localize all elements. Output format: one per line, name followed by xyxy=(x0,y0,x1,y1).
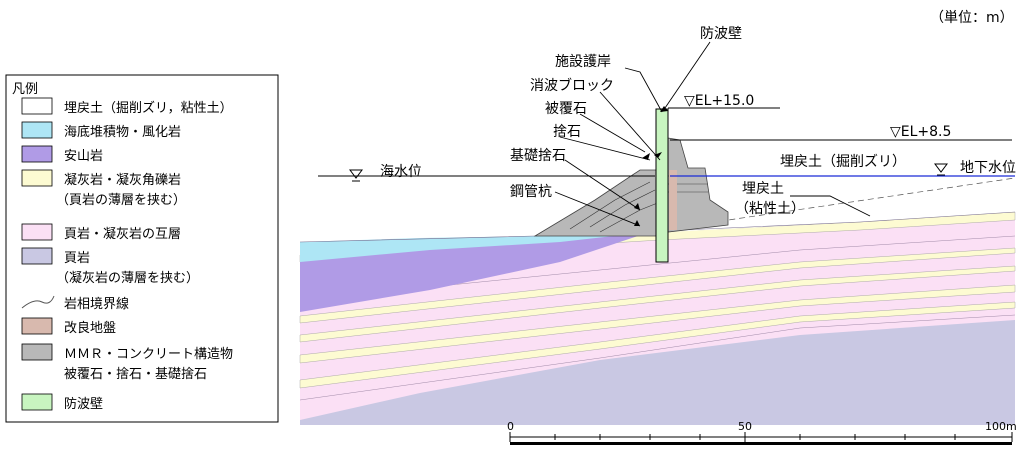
legend-boundary-line-icon xyxy=(21,295,55,309)
mound-body xyxy=(533,169,669,237)
label-shouha: 消波ブロック xyxy=(530,77,614,94)
tuff-band-4 xyxy=(299,301,1016,389)
unit-note: （単位：m） xyxy=(930,10,1014,26)
label-umemodoshi: 埋戻土 xyxy=(742,181,784,197)
label-shisetsu: 施設護岸 xyxy=(555,54,611,70)
el15-label: ▽EL+15.0 xyxy=(684,93,754,109)
scale-tick-50: 50 xyxy=(738,420,752,433)
backside-structure xyxy=(667,137,729,233)
legend-label-shale: 頁岩 xyxy=(64,251,90,266)
legend-swatch-concrete xyxy=(21,343,53,361)
tuff-band-3 xyxy=(299,284,1016,364)
legend-label-tuff-sub: （頁岩の薄層を挟む） xyxy=(56,193,186,208)
legend-label-boundary: 岩相境界線 xyxy=(64,296,129,312)
label-hifuku: 被覆石 xyxy=(545,101,587,117)
label-umemodoshi-zuri: 埋戻土（掘削ズリ） xyxy=(780,154,906,170)
scale-tick-100: 100m xyxy=(985,420,1017,433)
label-nensei: （粘性土） xyxy=(735,201,805,217)
legend-label-andesite: 安山岩 xyxy=(64,149,103,164)
legend-label-backfill: 埋戻土（掘削ズリ，粘性土） xyxy=(64,100,233,116)
legend-swatch-sediment xyxy=(21,121,53,139)
legend-swatch-tuff xyxy=(21,169,53,187)
legend-swatch-improved xyxy=(21,317,53,335)
legend-title: 凡例 xyxy=(12,82,38,97)
sea-level-label: 海水位 xyxy=(380,164,422,180)
label-bouhaheki: 防波壁 xyxy=(700,26,742,42)
legend-label-shale-sub: （凝灰岩の薄層を挟む） xyxy=(56,270,199,286)
backfill-zone xyxy=(668,178,1015,232)
legend: 凡例 埋戻土（掘削ズリ，粘性土） 海底堆積物・風化岩 安山岩 凝灰岩・凝灰角礫岩… xyxy=(5,74,279,423)
improved-ground xyxy=(669,170,677,230)
legend-label-seawall: 防波壁 xyxy=(64,396,103,412)
legend-label-improved: 改良地盤 xyxy=(64,320,116,336)
leader-arrowheads xyxy=(634,106,668,226)
scale-tick-0: 0 xyxy=(507,420,514,433)
el85-label: ▽EL+8.5 xyxy=(890,124,951,140)
legend-label-sediment: 海底堆積物・風化岩 xyxy=(64,124,181,140)
legend-label-alternation: 頁岩・凝灰岩の互層 xyxy=(64,226,181,242)
tuff-band-1 xyxy=(299,247,1016,324)
groundwater-symbol xyxy=(934,163,948,173)
legend-swatch-shale xyxy=(21,247,53,265)
legend-swatch-andesite xyxy=(21,145,53,163)
tuff-band-2 xyxy=(299,265,1016,343)
legend-swatch-alternation xyxy=(21,223,53,241)
legend-swatch-backfill xyxy=(21,97,53,115)
sea-level-symbol xyxy=(349,169,363,179)
annotations xyxy=(554,41,871,227)
label-suteishi: 捨石 xyxy=(553,123,581,140)
legend-swatch-seawall xyxy=(21,393,53,411)
legend-label-concrete-sub: 被覆石・捨石・基礎捨石 xyxy=(64,366,207,382)
legend-label-concrete: ＭＭＲ・コンクリート構造物 xyxy=(64,347,233,362)
scale-bar xyxy=(509,432,1013,445)
label-kiso: 基礎捨石 xyxy=(510,147,566,164)
seawall xyxy=(655,108,669,263)
legend-label-tuff: 凝灰岩・凝灰角礫岩 xyxy=(64,172,181,188)
label-koukan: 鋼管杭 xyxy=(510,184,552,200)
groundwater-label: 地下水位 xyxy=(960,160,1016,176)
rubble-mound xyxy=(533,137,729,237)
geology-layers xyxy=(299,177,1016,425)
